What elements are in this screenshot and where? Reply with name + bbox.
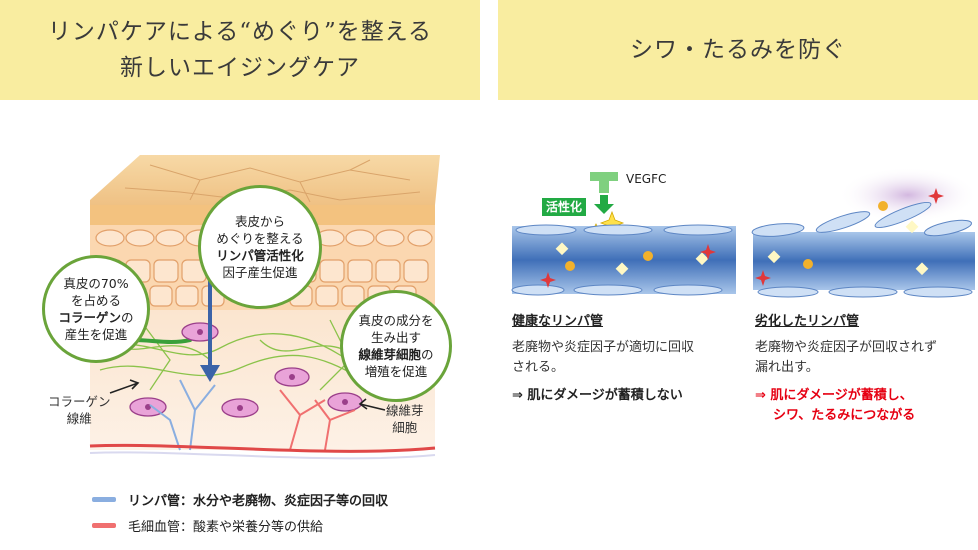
bubble-fibroblast-line4: 増殖を促進 [364, 364, 428, 379]
caption-healthy-body1: 老廃物や炎症因子が適切に回収 [512, 340, 695, 355]
bubble-fibroblast-suffix: の [421, 347, 434, 362]
skin-surface [90, 155, 440, 205]
left-banner-line2: 新しいエイジングケア [119, 55, 360, 81]
vegfc-icon-top [590, 172, 618, 181]
lymph-vessels [149, 379, 216, 451]
label-fibroblast-line2: 細胞 [392, 420, 418, 435]
skin-diagram: 真皮の70% を占める コラーゲンの 産生を促進 表皮から めぐりを整える リン… [30, 110, 470, 480]
bubble-fibroblast-line3: 線維芽細胞の [358, 346, 433, 363]
legend-item-lymph: リンパ管：水分や老廃物、炎症因子等の回収 [92, 486, 388, 512]
caption-healthy-result: ⇒ 肌にダメージが蓄積しない [512, 388, 683, 403]
pointer-arrows [109, 379, 386, 411]
bubble-collagen-line1: 真皮の70% [63, 276, 129, 291]
right-banner: シワ・たるみを防ぐ [498, 0, 978, 100]
legend-label-capillary: 毛細血管：酸素や栄養分等の供給 [128, 519, 324, 535]
vessel-illustration [511, 167, 978, 298]
bubble-fibroblast-bold: 線維芽細胞 [358, 347, 421, 362]
degraded-endothelial-cells [751, 201, 973, 298]
bubble-lymph-factor: 表皮から めぐりを整える リンパ管活性化 因子産生促進 [198, 185, 322, 309]
fibroblast-nuclei [145, 329, 348, 411]
caption-healthy-title: 健康なリンパ管 [512, 314, 604, 329]
caption-degraded-result1: ⇒ 肌にダメージが蓄積し、 [755, 388, 913, 403]
caption-degraded-body1: 老廃物や炎症因子が回収されず [755, 340, 938, 355]
left-banner-line1: リンパケアによる“めぐり”を整える [47, 19, 433, 45]
degraded-vessel [753, 232, 975, 290]
main-blood-vessel [89, 443, 436, 453]
activation-arrow-icon [594, 204, 614, 214]
label-fibroblast: 線維芽 細胞 [386, 402, 424, 436]
bubble-lymph-line1: 表皮から [234, 214, 285, 229]
label-collagen-line2: 線維 [66, 411, 92, 426]
caption-degraded-body2: 漏れ出す。 [755, 360, 819, 375]
legend-label-lymph: リンパ管：水分や老廃物、炎症因子等の回収 [128, 493, 389, 509]
right-banner-title: シワ・たるみを防ぐ [630, 37, 846, 63]
caption-healthy: 健康なリンパ管 老廃物や炎症因子が適切に回収 される。 ⇒ 肌にダメージが蓄積し… [512, 312, 752, 406]
vessel-diagram: VEGFC 活性化 [508, 160, 978, 310]
bubble-fibroblast: 真皮の成分を 生み出す 線維芽細胞の 増殖を促進 [340, 290, 452, 402]
bubble-collagen-line2: を占める [70, 293, 121, 308]
legend-swatch-lymph [92, 496, 116, 502]
activation-badge: 活性化 [542, 198, 587, 216]
bubble-fibroblast-line2: 生み出す [370, 330, 421, 345]
bubble-lymph-line2: めぐりを整える [216, 231, 304, 246]
capillaries [279, 389, 356, 451]
bubble-collagen-line4: 産生を促進 [64, 327, 128, 342]
vegfc-label: VEGFC [626, 172, 667, 186]
label-collagen-fiber: コラーゲン 線維 [48, 393, 111, 427]
healthy-endothelial-cells [511, 224, 733, 296]
caption-healthy-body2: される。 [512, 360, 565, 375]
legend-item-capillary: 毛細血管：酸素や栄養分等の供給 [92, 512, 388, 538]
caption-degraded-result2: シワ、たるみにつながる [773, 408, 916, 423]
legend-swatch-capillary [92, 522, 116, 528]
down-arrow-icon [200, 365, 220, 382]
activation-arrow-shaft [600, 195, 608, 205]
bubble-lymph-line4: 因子産生促進 [222, 265, 298, 280]
bubble-collagen-bold: コラーゲン [58, 310, 121, 325]
caption-degraded-title: 劣化したリンパ管 [755, 314, 860, 329]
leak-cloud [838, 167, 978, 223]
bubble-collagen-line3: コラーゲンの [58, 309, 133, 326]
left-banner-title: リンパケアによる“めぐり”を整える 新しいエイジングケア [48, 14, 432, 86]
caption-degraded: 劣化したリンパ管 老廃物や炎症因子が回収されず 漏れ出す。 ⇒ 肌にダメージが蓄… [755, 312, 977, 426]
vegfc-icon-stem [599, 181, 609, 193]
bubble-collagen: 真皮の70% を占める コラーゲンの 産生を促進 [42, 255, 150, 363]
legend: リンパ管：水分や老廃物、炎症因子等の回収 毛細血管：酸素や栄養分等の供給 [92, 486, 388, 538]
main-lymph-vessel [89, 451, 436, 460]
bubble-lymph-line3: リンパ管活性化 [216, 248, 304, 263]
bubble-fibroblast-line1: 真皮の成分を [358, 313, 434, 328]
left-banner: リンパケアによる“めぐり”を整える 新しいエイジングケア [0, 0, 480, 100]
bubble-collagen-suffix: の [121, 310, 134, 325]
label-fibroblast-line1: 線維芽 [386, 403, 424, 418]
label-collagen-line1: コラーゲン [48, 394, 111, 409]
